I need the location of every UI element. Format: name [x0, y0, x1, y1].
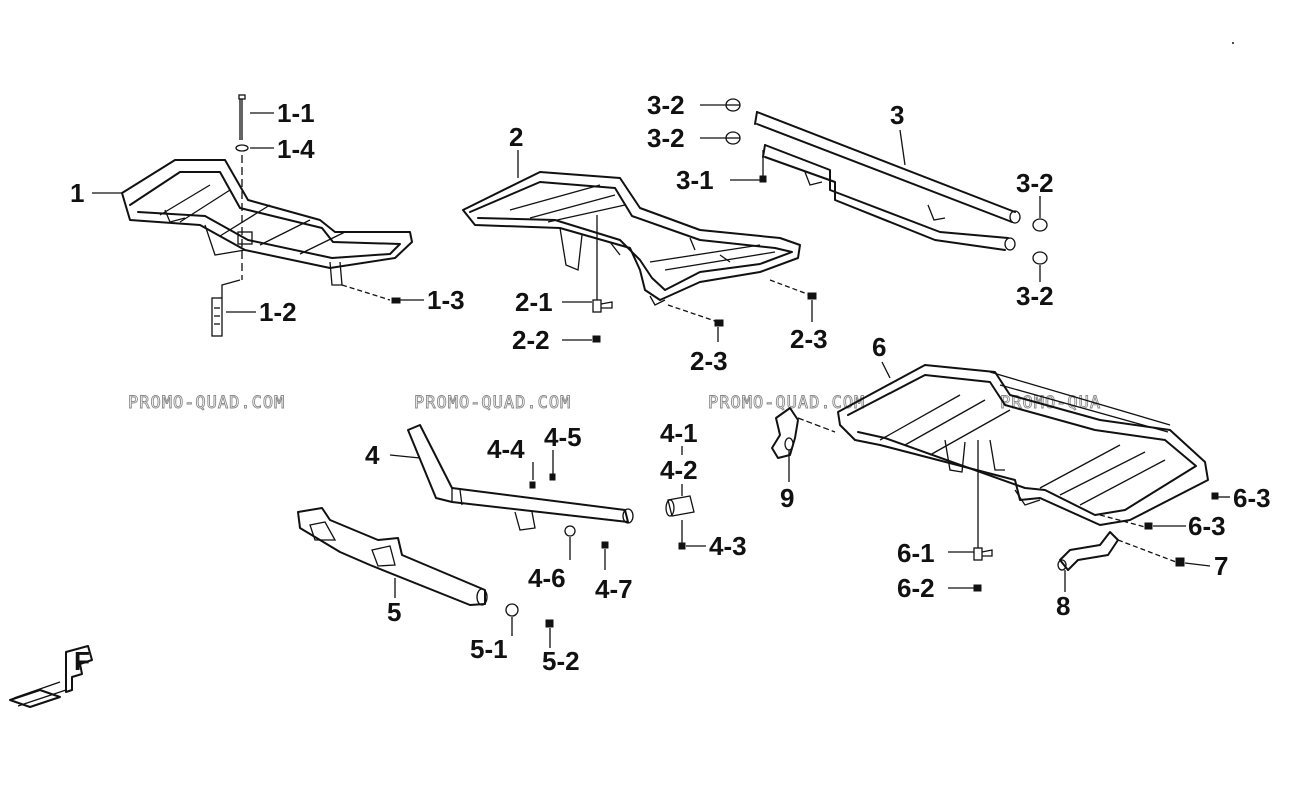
nut-6-2 [973, 584, 982, 592]
bolt-5-2 [545, 619, 554, 628]
label-8: 8 [1056, 591, 1070, 621]
bolt-4-7 [601, 541, 609, 549]
bolt-4-3 [678, 520, 686, 550]
label-6-3a: 6-3 [1233, 483, 1271, 513]
label-4-2: 4-2 [660, 455, 698, 485]
label-3-2c: 3-2 [1016, 168, 1054, 198]
front-arrow-icon [9, 645, 93, 708]
speck [1232, 42, 1234, 44]
bolt-7 [1117, 539, 1185, 567]
bolt-6-3a [1211, 492, 1219, 500]
label-1-2: 1-2 [259, 297, 297, 327]
bolt-1-3 [341, 284, 401, 304]
cap-3-2a [725, 98, 741, 112]
label-4-6: 4-6 [528, 563, 566, 593]
label-1: 1 [70, 178, 84, 208]
label-1-3: 1-3 [427, 285, 465, 315]
bolt-2-3b [769, 279, 817, 300]
nut-2-2 [592, 335, 601, 343]
label-4: 4 [365, 440, 380, 470]
label-5: 5 [387, 597, 401, 627]
watermark-2: PROMO-QUAD.COM [414, 393, 571, 413]
cap-3-2b [725, 131, 741, 145]
bar-4-drawing [407, 424, 634, 531]
leader-lines [92, 104, 1230, 648]
bolt-4-4 [529, 481, 536, 489]
front-mark: F [74, 646, 90, 676]
label-3-2a: 3-2 [647, 90, 685, 120]
label-3-1: 3-1 [676, 165, 714, 195]
rear-rack-drawing [837, 364, 1209, 526]
beam-5-drawing [297, 507, 488, 606]
label-3: 3 [890, 100, 904, 130]
bracket-9 [771, 407, 836, 459]
label-2-1: 2-1 [515, 287, 553, 317]
bolt-3-1 [759, 150, 767, 183]
label-7: 7 [1214, 551, 1228, 581]
label-6-2: 6-2 [897, 573, 935, 603]
label-5-2: 5-2 [542, 646, 580, 676]
pin-2-1 [592, 299, 613, 313]
label-2-2: 2-2 [512, 325, 550, 355]
label-4-4: 4-4 [487, 434, 525, 464]
label-5-1: 5-1 [470, 634, 508, 664]
front-rack-drawing [121, 159, 413, 286]
label-4-5: 4-5 [544, 422, 582, 452]
sleeve-4-2 [665, 495, 695, 517]
label-2-3a: 2-3 [690, 346, 728, 376]
pin-6-1 [973, 547, 993, 561]
bolt-4-5 [549, 470, 556, 481]
label-2-3b: 2-3 [790, 324, 828, 354]
cap-3-2c [1032, 218, 1048, 232]
label-6-3b: 6-3 [1188, 511, 1226, 541]
label-4-1: 4-1 [660, 418, 698, 448]
label-4-3: 4-3 [709, 531, 747, 561]
label-6-1: 6-1 [897, 538, 935, 568]
watermark-1: PROMO-QUAD.COM [128, 393, 285, 413]
label-4-7: 4-7 [595, 574, 633, 604]
cap-3-2d [1032, 251, 1048, 265]
label-3-2d: 3-2 [1016, 281, 1054, 311]
bolt-2-3a [667, 304, 724, 327]
center-rack-drawing [462, 171, 801, 306]
nut-5-1 [505, 603, 519, 617]
rear-bar-drawing [754, 111, 1021, 251]
label-6: 6 [872, 332, 886, 362]
label-1-1: 1-1 [277, 98, 315, 128]
bracket-8 [1057, 531, 1119, 571]
label-1-4: 1-4 [277, 134, 315, 164]
bolt-6-3b [1099, 514, 1153, 530]
washer-1-4 [235, 144, 249, 152]
bolt-1-1 [238, 94, 246, 140]
nut-4-6 [564, 525, 576, 537]
label-2: 2 [509, 122, 523, 152]
pin-1-2 [211, 279, 241, 337]
watermark-3: PROMO-QUAD.COM [708, 393, 865, 413]
label-9: 9 [780, 483, 794, 513]
label-3-2b: 3-2 [647, 123, 685, 153]
